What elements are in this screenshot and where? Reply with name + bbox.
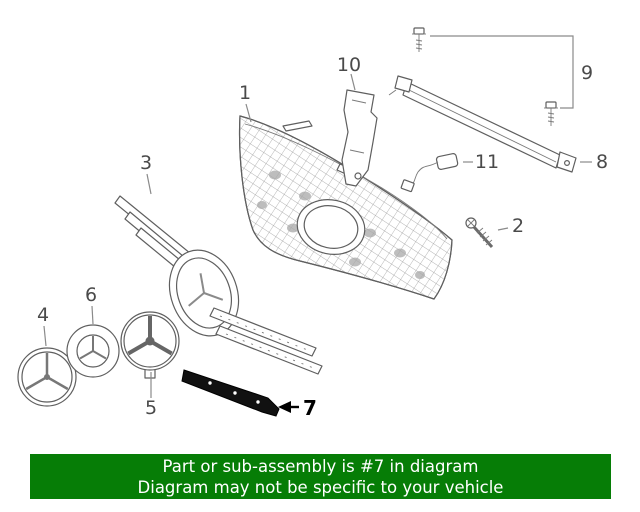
callout-3: 3: [140, 152, 152, 174]
callout-10: 10: [337, 54, 361, 76]
callout-9-bracket: [430, 35, 574, 109]
callout-7-arrow: [278, 401, 291, 413]
callout-2: 2: [512, 215, 524, 237]
highlighted-part-7: [181, 369, 280, 417]
callout-5: 5: [145, 397, 157, 419]
callout-7: 7: [303, 396, 317, 420]
parts-diagram-svg: 1 2 3 4 5 6 7 8 9 10 11: [17, 27, 608, 420]
grille-assembly: [238, 115, 453, 300]
callout-6: 6: [85, 284, 97, 306]
surround-star-hint: [188, 273, 224, 307]
callout-1: 1: [239, 82, 251, 104]
vehicle-disclaimer-banner: Part or sub-assembly is #7 in diagram Di…: [30, 454, 611, 499]
leader-lines: [43, 73, 592, 413]
banner-line-2: Diagram may not be specific to your vehi…: [137, 477, 504, 497]
side-bracket-10: [341, 89, 378, 187]
banner-line-1: Part or sub-assembly is #7 in diagram: [162, 456, 479, 476]
callout-9: 9: [581, 62, 593, 84]
reinforcement-bar: [388, 75, 577, 173]
star-emblem-5: [120, 311, 180, 379]
emblem-ring-6: [66, 324, 120, 378]
bolt-lower: [544, 101, 558, 126]
grille-slat-assembly: [114, 195, 323, 375]
bolt-upper: [412, 27, 426, 52]
screw-2: [465, 217, 494, 249]
callout-4: 4: [37, 304, 49, 326]
sensor-11: [400, 153, 459, 193]
callout-11: 11: [475, 151, 499, 173]
callout-8: 8: [596, 151, 608, 173]
emblem-ring-4: [17, 347, 77, 407]
